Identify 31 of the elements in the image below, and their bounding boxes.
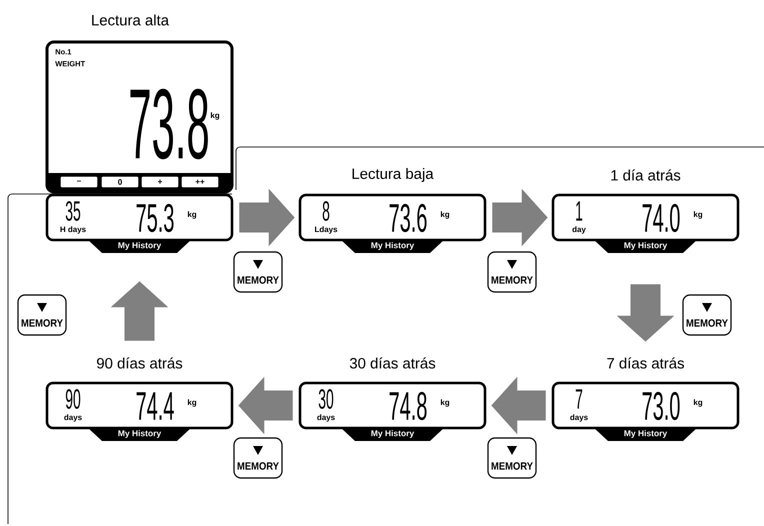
heading: 7 días atrás (607, 357, 684, 369)
history-tab: My History (87, 427, 192, 441)
memory-button: MEMORY (233, 251, 283, 293)
heading: 1 día atrás (611, 169, 680, 181)
history-tab: My History (340, 427, 445, 441)
day-count: 1 (576, 201, 582, 221)
history-tab: My History (87, 239, 192, 253)
heading: 30 días atrás (350, 357, 436, 369)
weight-reading: 75.3 (136, 204, 174, 232)
memory-button: MEMORY (17, 294, 67, 336)
weight-reading: 73.0 (642, 392, 680, 420)
day-count: 30 (318, 389, 334, 409)
memory-button: MEMORY (487, 437, 537, 479)
memory-button: MEMORY (682, 294, 732, 336)
weight-reading: 74.0 (642, 204, 680, 232)
weight-reading: 74.4 (136, 392, 174, 420)
history-tab: My History (340, 239, 445, 253)
memory-button: MEMORY (487, 251, 537, 293)
heading: 90 días atrás (97, 357, 182, 369)
day-count: 8 (322, 201, 330, 221)
weight-reading: 73.6 (390, 204, 427, 232)
heading: Lectura baja (352, 168, 434, 182)
heading: Lectura alta (92, 14, 170, 26)
day-count: 35 (66, 201, 80, 221)
history-tab: My History (593, 427, 698, 441)
memory-button: MEMORY (233, 437, 283, 479)
weight-reading: 73.8 (130, 88, 208, 160)
history-tab: My History (593, 239, 698, 253)
weight-reading: 74.8 (390, 392, 427, 420)
day-count: 90 (66, 389, 80, 409)
day-count: 7 (576, 389, 582, 409)
